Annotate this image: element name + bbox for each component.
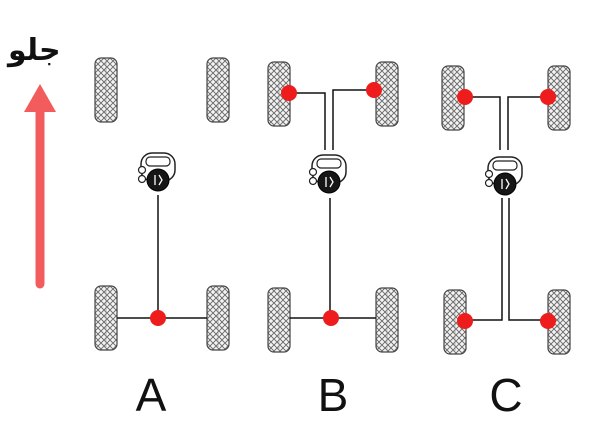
engine-icon bbox=[308, 154, 347, 194]
layout-label-a: A bbox=[135, 369, 167, 421]
front-left-drive-point bbox=[281, 85, 297, 101]
engine-icon bbox=[484, 156, 523, 196]
rear-right-drive-point bbox=[540, 313, 556, 329]
tire-icon bbox=[206, 57, 230, 123]
front-right-drive-point bbox=[366, 82, 382, 98]
up-arrow-icon bbox=[24, 84, 56, 289]
layout-label-c: C bbox=[489, 369, 523, 421]
tire-icon bbox=[267, 287, 291, 353]
drive-shaft bbox=[117, 195, 207, 319]
rear-differential bbox=[150, 310, 166, 326]
tire-icon bbox=[94, 57, 118, 123]
tire-icon bbox=[206, 285, 230, 351]
layout-c bbox=[441, 65, 571, 355]
rear-left-drive-point bbox=[457, 313, 473, 329]
tire-icon bbox=[94, 285, 118, 351]
layout-label-b: B bbox=[317, 369, 349, 421]
engine-icon bbox=[137, 152, 176, 192]
layout-b bbox=[267, 61, 399, 353]
drive-shaft bbox=[290, 89, 376, 319]
drive-shaft bbox=[464, 96, 548, 321]
front-direction-label: جلو bbox=[8, 33, 61, 68]
tire-icon bbox=[375, 287, 399, 353]
layout-a bbox=[94, 57, 230, 351]
front-right-drive-point bbox=[540, 89, 556, 105]
rear-differential bbox=[323, 310, 339, 326]
front-left-drive-point bbox=[457, 89, 473, 105]
